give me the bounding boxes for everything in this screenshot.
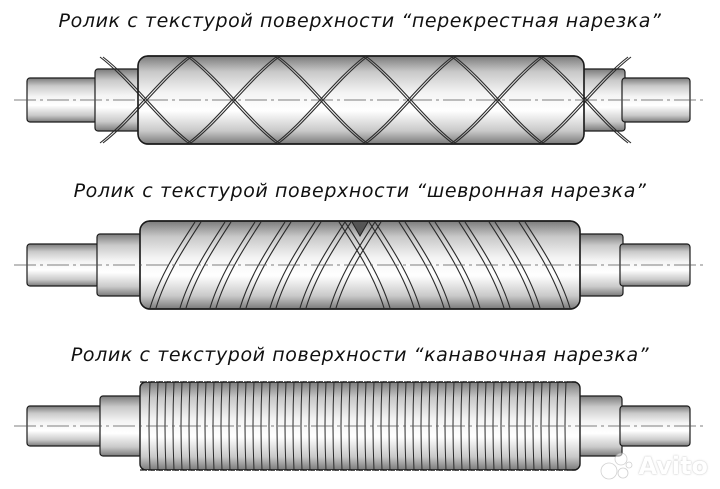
crosshatch-roller bbox=[0, 40, 706, 160]
caption-crosshatch-roller: Ролик с текстурой поверхности “перекрест… bbox=[58, 10, 662, 32]
watermark-text: Avito bbox=[638, 452, 708, 480]
chevron-roller bbox=[0, 205, 720, 325]
chevron-apex-mark bbox=[351, 221, 369, 238]
groove-roller bbox=[14, 379, 706, 473]
chevron-grooves bbox=[149, 221, 571, 309]
caption-chevron-roller: Ролик с текстурой поверхности “шевронная… bbox=[73, 180, 647, 202]
avito-watermark: Avito bbox=[600, 451, 708, 481]
caption-groove-roller: Ролик с текстурой поверхности “канавочна… bbox=[70, 344, 650, 366]
avito-logo-icon bbox=[601, 452, 633, 480]
